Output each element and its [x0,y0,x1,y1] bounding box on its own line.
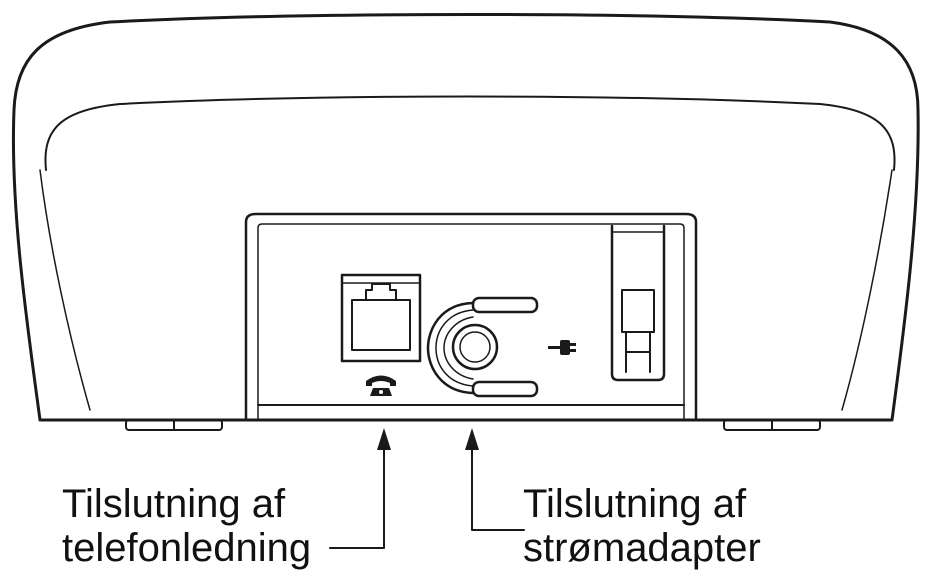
callout-phone-jack-line2: telefonledning [62,526,312,570]
power-plug-icon [548,340,576,355]
callout-power-jack-line2: strømadapter [523,526,761,570]
arrowhead-phone [377,428,391,450]
left-foot [125,419,223,431]
callout-power-jack-line1: Tilslutning af [523,482,747,526]
connector-panel [244,212,698,422]
callout-line-power [471,444,525,531]
cable-clip [610,224,666,382]
housing-inner-curve [39,169,893,411]
phone-jack [340,273,422,363]
power-jack [426,296,539,398]
callout-power-jack: Tilslutning af strømadapter [523,482,761,570]
callout-line-phone [329,444,385,549]
callout-phone-jack-line1: Tilslutning af [62,482,286,526]
telephone-icon [366,375,396,396]
right-foot [723,419,821,431]
housing-outline [11,13,920,422]
arrowhead-power [465,428,479,450]
housing-top-ridge [44,95,896,171]
callout-phone-jack: Tilslutning af telefonledning [62,482,311,570]
